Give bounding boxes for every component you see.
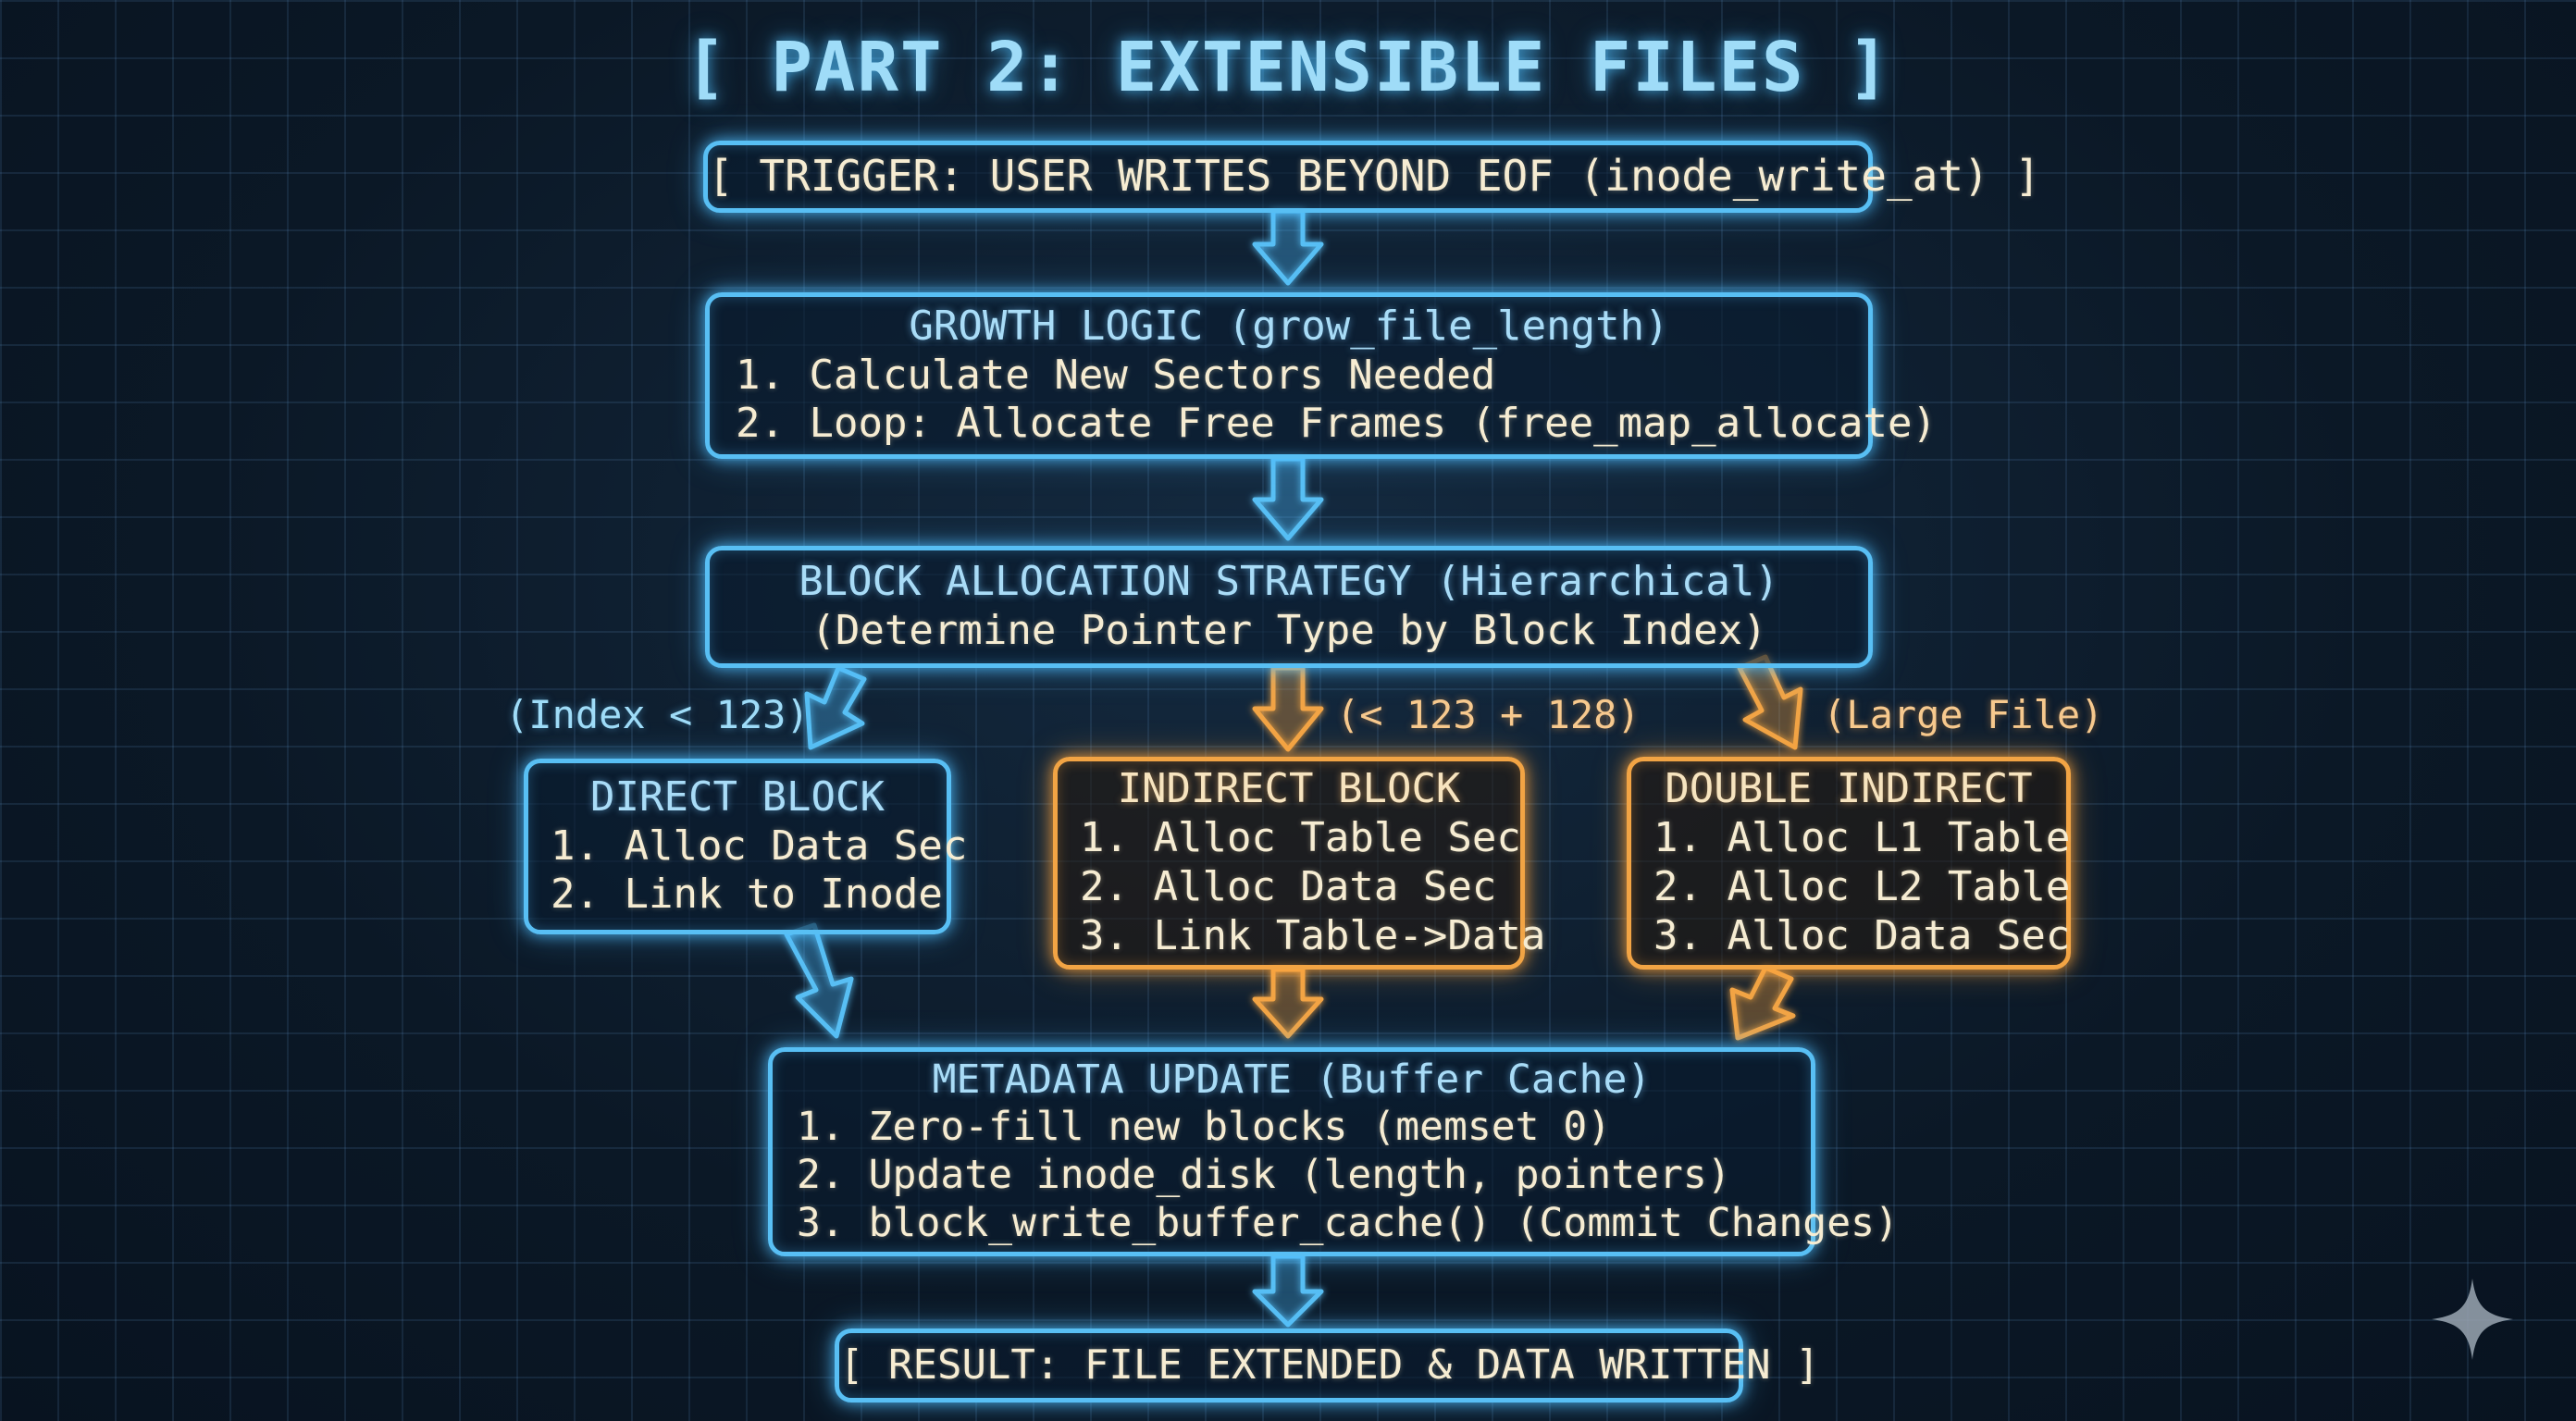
trigger-box: [ TRIGGER: USER WRITES BEYOND EOF (inode… [703,141,2041,213]
arrow-double-to-metadata [1729,965,1796,1041]
metadata-update-item: 1. Zero-fill new blocks (memset 0) [797,1104,1612,1151]
metadata-update-box: METADATA UPDATE (Buffer Cache) 1. Zero-f… [768,1047,1899,1256]
arrow-indirect-to-metadata [1252,967,1324,1039]
sparkle-icon [2432,1279,2513,1360]
block-allocation-strategy-box: BLOCK ALLOCATION STRATEGY (Hierarchical)… [705,546,1873,668]
indirect-block-box: INDIRECT BLOCK 1. Alloc Table Sec 2. All… [1053,757,1546,970]
arrow-trigger-to-growth [1252,208,1324,286]
branch-label-direct: (Index < 123) [505,692,810,737]
double-indirect-item: 1. Alloc L1 Table [1653,814,2071,862]
result-box: [ RESULT: FILE EXTENDED & DATA WRITTEN ] [835,1328,1820,1402]
arrow-strategy-to-double [1737,654,1803,750]
growth-logic-box: GROWTH LOGIC (grow_file_length) 1. Calcu… [705,292,1938,459]
indirect-block-item: 2. Alloc Data Sec [1080,863,1497,910]
indirect-block-item: 3. Link Table->Data [1080,911,1546,959]
arrow-growth-to-strategy [1252,456,1324,541]
branch-label-indirect: (< 123 + 128) [1336,692,1641,737]
diagram-title: [ PART 2: EXTENSIBLE FILES ] [685,28,1891,107]
branch-label-double: (Large File) [1823,692,2104,737]
direct-block-box: DIRECT BLOCK 1. Alloc Data Sec 2. Link t… [524,759,968,934]
double-indirect-item: 2. Alloc L2 Table [1653,863,2071,910]
indirect-block-item: 1. Alloc Table Sec [1080,814,1521,862]
metadata-update-heading: METADATA UPDATE (Buffer Cache) [932,1056,1652,1103]
double-indirect-heading: DOUBLE INDIRECT [1665,765,2033,813]
arrow-direct-to-metadata [784,922,854,1039]
growth-logic-item: 2. Loop: Allocate Free Frames (free_map_… [736,400,1938,448]
metadata-update-item: 2. Update inode_disk (length, pointers) [797,1152,1731,1198]
trigger-text: [ TRIGGER: USER WRITES BEYOND EOF (inode… [708,151,2041,202]
double-indirect-item: 3. Alloc Data Sec [1653,911,2071,959]
growth-logic-heading: GROWTH LOGIC (grow_file_length) [909,302,1669,350]
arrow-metadata-to-result [1252,1254,1324,1328]
indirect-block-heading: INDIRECT BLOCK [1117,765,1461,813]
double-indirect-box: DOUBLE INDIRECT 1. Alloc L1 Table 2. All… [1627,757,2071,970]
direct-block-item: 2. Link to Inode [551,871,943,919]
arrow-strategy-to-direct [804,665,867,750]
strategy-heading: BLOCK ALLOCATION STRATEGY (Hierarchical) [799,558,1779,606]
direct-block-item: 1. Alloc Data Sec [551,822,968,870]
metadata-update-item: 3. block_write_buffer_cache() (Commit Ch… [797,1199,1899,1246]
strategy-subheading: (Determine Pointer Type by Block Index) [811,607,1767,654]
growth-logic-item: 1. Calculate New Sectors Needed [736,351,1496,399]
arrow-strategy-to-indirect [1252,665,1324,752]
direct-block-heading: DIRECT BLOCK [590,772,885,821]
result-text: [ RESULT: FILE EXTENDED & DATA WRITTEN ] [839,1341,1820,1389]
